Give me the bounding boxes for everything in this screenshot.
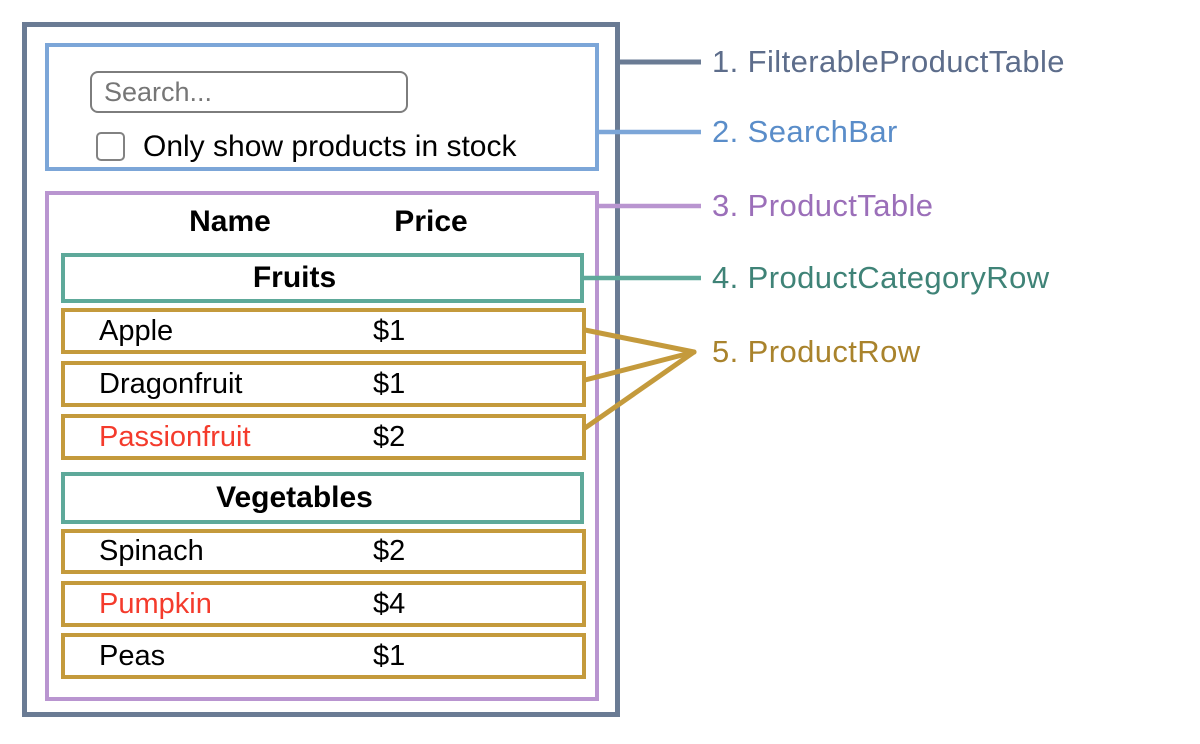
category-label: Vegetables (216, 481, 373, 514)
column-header-price: Price (394, 205, 468, 238)
in-stock-checkbox[interactable] (96, 132, 125, 161)
product-price: $2 (373, 535, 406, 567)
product-row-pumpkin: Pumpkin $4 (61, 581, 586, 627)
category-row-vegetables: Vegetables (61, 472, 584, 524)
product-table-box: Name Price Fruits Apple $1 Dragonfruit $… (45, 191, 599, 701)
annotation-label-product-category-row: 4. ProductCategoryRow (712, 260, 1050, 295)
filterable-product-table-box: Only show products in stock Name Price F… (22, 22, 620, 717)
product-name: Pumpkin (99, 587, 212, 620)
product-row-spinach: Spinach $2 (61, 529, 586, 574)
annotation-label-filterable-product-table: 1. FilterableProductTable (712, 44, 1065, 79)
product-row-dragonfruit: Dragonfruit $1 (61, 361, 586, 407)
product-price: $1 (373, 314, 406, 347)
category-row-fruits: Fruits (61, 253, 584, 303)
product-row-peas: Peas $1 (61, 633, 586, 679)
product-row-passionfruit: Passionfruit $2 (61, 414, 586, 460)
product-name: Apple (99, 314, 174, 347)
product-price: $1 (373, 639, 406, 672)
category-label: Fruits (252, 261, 337, 294)
product-price: $4 (373, 587, 406, 620)
product-row-apple: Apple $1 (61, 308, 586, 354)
annotation-label-search-bar: 2. SearchBar (712, 114, 898, 149)
column-header-name: Name (189, 205, 271, 238)
product-price: $2 (373, 420, 406, 453)
product-price: $1 (373, 367, 406, 400)
annotation-label-product-table: 3. ProductTable (712, 188, 934, 223)
annotation-label-product-row: 5. ProductRow (712, 334, 921, 369)
product-name: Peas (99, 639, 166, 672)
product-name: Passionfruit (99, 420, 251, 453)
product-name: Dragonfruit (99, 367, 243, 400)
in-stock-checkbox-label: Only show products in stock (143, 130, 517, 163)
search-input[interactable] (90, 71, 408, 113)
search-bar-box: Only show products in stock (45, 43, 599, 171)
product-name: Spinach (99, 535, 204, 567)
